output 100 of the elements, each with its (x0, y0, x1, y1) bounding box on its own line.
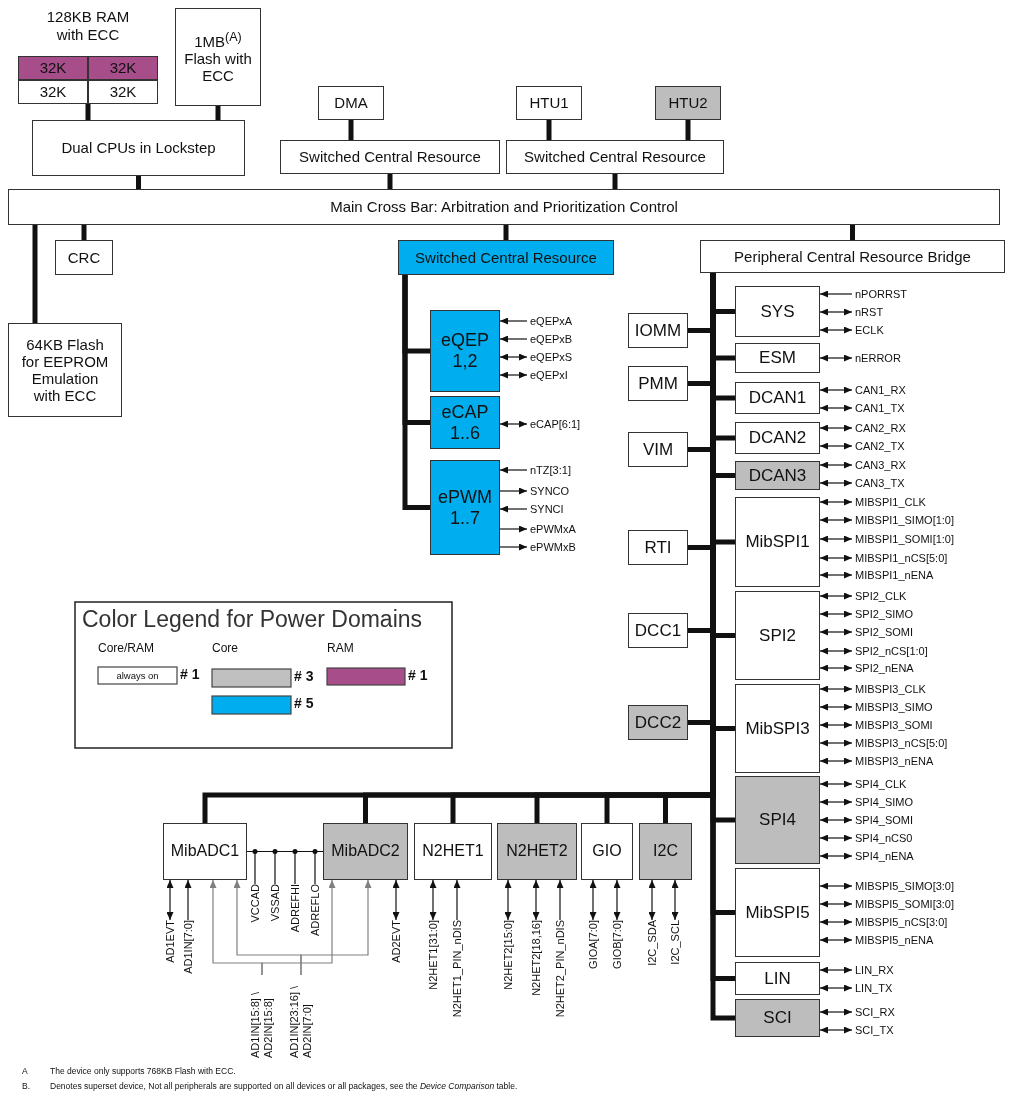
signal-arrow (819, 535, 853, 543)
signal-label: N2HET2[15:0] (501, 920, 515, 993)
module-box: Switched Central Resource (280, 140, 500, 174)
bus-line (503, 225, 509, 240)
bus-line (402, 275, 430, 510)
signal-arrow (499, 543, 528, 551)
signal-label: CAN1_TX (852, 401, 905, 415)
bus-line (685, 120, 691, 140)
signal-arrow (819, 703, 853, 711)
legend-label: # 1 (408, 667, 428, 683)
signal-arrow (453, 879, 461, 921)
bus-line (546, 120, 552, 140)
module-box: DCC2 (628, 705, 688, 740)
bus-line (32, 225, 38, 323)
footnote-marker: B. (22, 1081, 31, 1091)
signal-arrow (819, 780, 853, 788)
module-box: RTI (628, 530, 688, 565)
signal-arrow (819, 461, 853, 469)
signal-label: SPI4_SOMI (852, 813, 914, 827)
bus-line (81, 225, 87, 240)
legend-label: # 3 (294, 668, 314, 684)
legend-label: # 5 (294, 695, 314, 711)
module-box: DMA (318, 86, 384, 120)
signal-label: N2HET1_PIN_nDIS (450, 920, 464, 1021)
signal-arrow (819, 739, 853, 747)
module-box: CRC (55, 240, 113, 275)
module-box: DCAN2 (735, 422, 820, 454)
signal-label: MIBSPI3_nENA (852, 754, 934, 768)
signal-arrow (819, 479, 853, 487)
signal-label: SYNCI (527, 502, 564, 516)
bus-line (612, 174, 618, 189)
memory-cell: 32K (18, 80, 88, 104)
signal-arrow (504, 879, 512, 921)
memory-cell: 32K (18, 56, 88, 80)
signal-arrow (819, 592, 853, 600)
module-box: MibSPI1 (735, 497, 820, 587)
signal-label: AD1EVT (163, 920, 177, 966)
signal-arrow (819, 628, 853, 636)
module-box: SCI (735, 999, 820, 1037)
module-box: IOMM (628, 313, 688, 348)
signal-arrow (819, 354, 853, 362)
signal-label: MIBSPI3_SIMO (852, 700, 933, 714)
signal-label: MIBSPI3_CLK (852, 682, 926, 696)
signal-arrow (819, 424, 853, 432)
signal-label: SPI4_SIMO (852, 795, 914, 809)
module-box: GIO (581, 823, 633, 880)
signal-label: AD2EVT (389, 920, 403, 966)
signal-arrow (819, 571, 853, 579)
signal-arrow (392, 879, 400, 921)
signal-arrow (819, 721, 853, 729)
signal-label: SPI4_nCS0 (852, 831, 913, 845)
module-box: VIM (628, 432, 688, 467)
module-box: PMM (628, 366, 688, 401)
bus-line (387, 174, 393, 189)
memory-cell: 32K (88, 56, 158, 80)
signal-arrow (819, 834, 853, 842)
legend-heading: Core (212, 641, 238, 655)
signal-arrow (819, 757, 853, 765)
signal-arrow (184, 879, 192, 921)
signal-arrow (819, 1008, 853, 1016)
signal-label: ePWMxB (527, 540, 576, 554)
signal-arrow (819, 966, 853, 974)
signal-arrow (589, 879, 597, 921)
module-box: DCAN1 (735, 382, 820, 414)
signal-label: nRST (852, 305, 884, 319)
signal-arrow (429, 879, 437, 921)
signal-label: SPI2_SOMI (852, 625, 914, 639)
signal-label: I2C_SDA (645, 920, 659, 969)
module-box: MibADC2 (323, 823, 408, 880)
signal-arrow (499, 335, 528, 343)
signal-label: eQEPxS (527, 350, 573, 364)
module-box: eCAP 1..6 (430, 396, 500, 449)
signal-label: AD1IN[23:16] \ AD2IN[7:0] (288, 975, 314, 1061)
module-box: MibADC1 (163, 823, 247, 880)
module-box: DCC1 (628, 613, 688, 648)
signal-arrow (671, 879, 679, 921)
signal-arrow (532, 879, 540, 921)
signal-label: MIBSPI3_SOMI (852, 718, 933, 732)
signal-arrow (499, 371, 528, 379)
module-box: ePWM 1..7 (430, 460, 500, 555)
module-box: SYS (735, 286, 820, 337)
legend-heading: RAM (327, 641, 354, 655)
signal-arrow (819, 685, 853, 693)
signal-label: VSSAD (268, 884, 282, 925)
crossbar-bar: Main Cross Bar: Arbitration and Prioritization Control (8, 189, 1000, 225)
signal-label: VCCAD (248, 884, 262, 926)
signal-label: MIBSPI1_nCS[5:0] (852, 551, 948, 565)
signal-arrow (819, 442, 853, 450)
legend-note: always on (115, 669, 160, 683)
signal-label: SYNCO (527, 484, 570, 498)
signal-arrow (819, 984, 853, 992)
signal-arrow (819, 290, 853, 298)
module-box: eQEP 1,2 (430, 310, 500, 392)
bus-line (215, 106, 221, 120)
signal-arrow (819, 516, 853, 524)
module-box: Switched Central Resource (398, 240, 614, 275)
signal-arrow (499, 466, 528, 474)
signal-label: SPI4_nENA (852, 849, 914, 863)
signal-arrow (819, 900, 853, 908)
signal-label: MIBSPI5_SOMI[3:0] (852, 897, 955, 911)
